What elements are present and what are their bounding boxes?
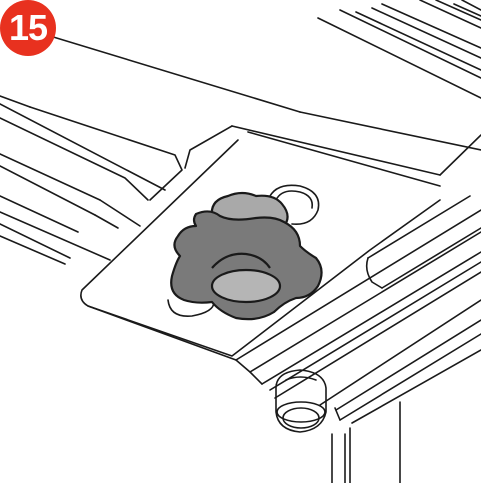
support-leg [332, 402, 400, 483]
step-badge-circle [0, 0, 56, 56]
star-knob [171, 193, 321, 319]
rubber-foot [276, 370, 326, 432]
front-rail [236, 196, 481, 423]
step-badge: 15 [0, 0, 58, 58]
top-rails [318, 0, 481, 98]
knob-body [171, 211, 321, 319]
step-number: 15 [8, 7, 48, 48]
mounting-plate [81, 132, 440, 360]
slot-top [268, 185, 319, 224]
tray-panel [0, 36, 481, 264]
knob-recess [212, 270, 280, 302]
slot-bottom [168, 300, 214, 316]
